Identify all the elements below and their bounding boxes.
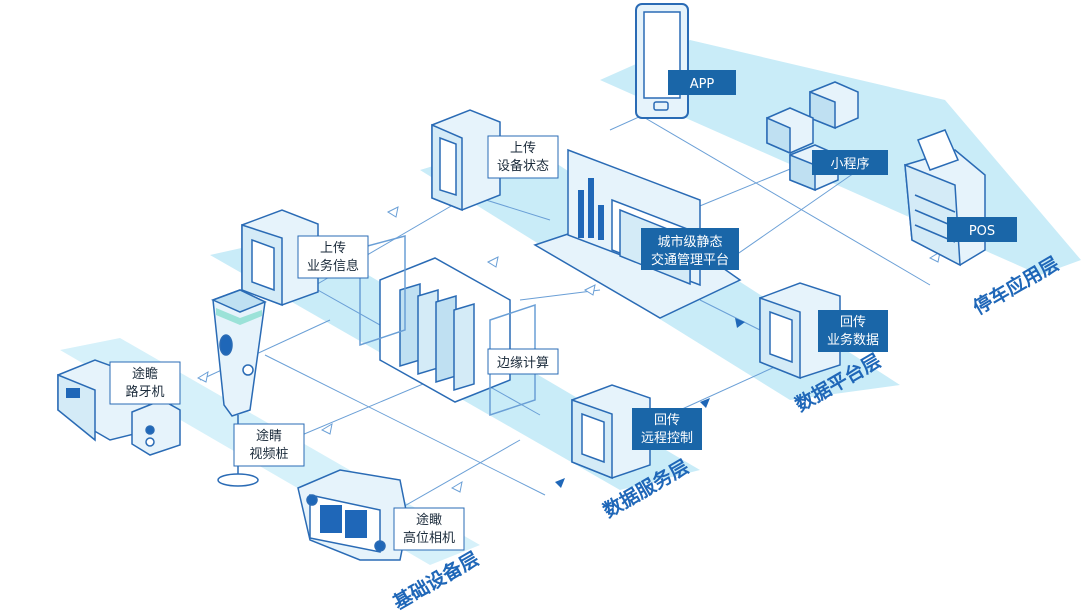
return-business-label-box: 回传 业务数据 (818, 310, 888, 352)
mini-program-label-box: 小程序 (812, 150, 888, 175)
upload-business-label-line2: 业务信息 (307, 258, 359, 274)
camera-icon (297, 469, 409, 561)
city-platform-label-line1: 城市级静态 (657, 234, 722, 250)
camera-label-box: 途瞰 高位相机 (393, 507, 465, 551)
return-remote-label-box: 回传 远程控制 (632, 408, 702, 450)
bt-device-label-line2: 路牙机 (125, 384, 164, 400)
return-business-label-line2: 业务数据 (827, 332, 879, 348)
mini-program-label: 小程序 (830, 157, 869, 172)
video-pile-label-line1: 途睛 (256, 428, 282, 444)
edge-compute-icon (359, 235, 536, 417)
pos-label: POS (969, 224, 995, 239)
return-remote-label-line2: 远程控制 (641, 431, 693, 446)
city-platform-label-box: 城市级静态 交通管理平台 (641, 228, 739, 270)
upload-business-label-line1: 上传 (320, 241, 346, 256)
upload-status-label-line1: 上传 (510, 141, 536, 156)
app-label-box: APP (668, 70, 736, 95)
edge-compute-label-box: 边缘计算 (487, 348, 559, 375)
upload-business-label-box: 上传 业务信息 (297, 235, 369, 279)
city-platform-label-line2: 交通管理平台 (651, 252, 729, 268)
frame-cube-upload-business (241, 209, 319, 307)
return-business-label-line1: 回传 (840, 315, 866, 330)
bt-device-label-line1: 途瞻 (132, 366, 158, 382)
upload-status-label-box: 上传 设备状态 (487, 135, 559, 179)
pos-label-box: POS (947, 217, 1017, 242)
bt-device-label-box: 途瞻 路牙机 (109, 361, 181, 405)
mini-program-cubes-icon (766, 81, 859, 192)
frame-cube-upload-status (431, 109, 501, 212)
upload-status-label-line2: 设备状态 (497, 158, 549, 174)
video-pile-label-line2: 视频桩 (249, 447, 288, 462)
camera-label-line1: 途瞰 (416, 512, 442, 528)
phone-icon (635, 3, 689, 119)
camera-label-line2: 高位相机 (403, 530, 455, 546)
video-pile-label-box: 途睛 视频桩 (233, 423, 305, 467)
app-label: APP (690, 77, 715, 92)
edge-compute-label: 边缘计算 (497, 356, 549, 371)
frame-cube-return-business (759, 282, 841, 380)
return-remote-label-line1: 回传 (654, 413, 680, 428)
connector-arrows-dark (555, 318, 745, 488)
frame-cube-return-remote (571, 384, 651, 480)
